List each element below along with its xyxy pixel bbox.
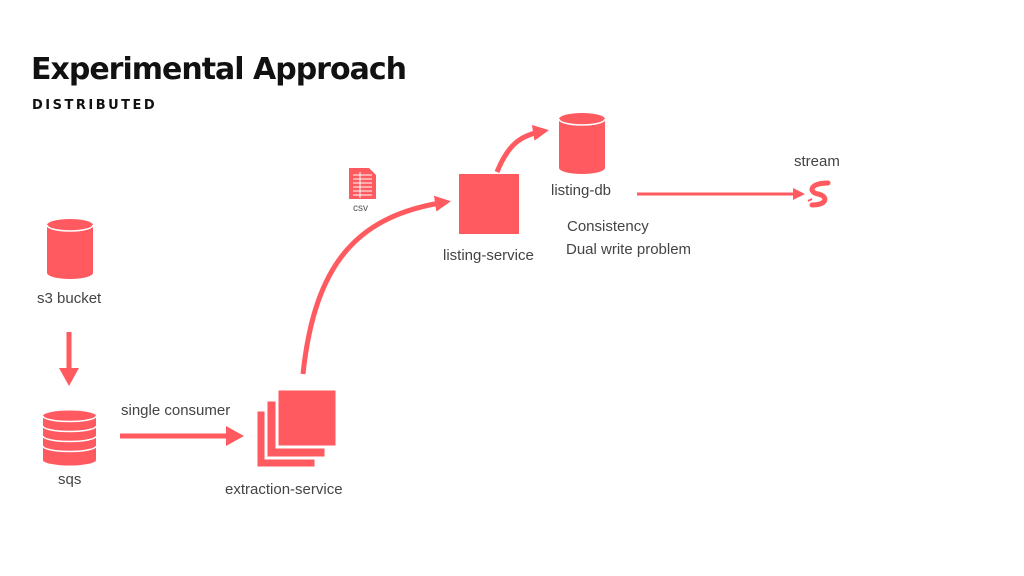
s3-bucket-label: s3 bucket bbox=[37, 290, 102, 307]
listing-db-label: listing-db bbox=[551, 182, 612, 199]
sqs-queue-icon bbox=[42, 410, 97, 466]
arrow-s3-to-sqs bbox=[59, 332, 79, 386]
listing-service-icon bbox=[459, 174, 519, 234]
s3-bucket-database-icon bbox=[46, 219, 94, 279]
single-consumer-label: single consumer bbox=[121, 402, 231, 419]
listing-service-label: listing-service bbox=[443, 247, 534, 264]
dual-write-note: Dual write problem bbox=[566, 241, 692, 258]
consistency-note: Consistency bbox=[567, 218, 649, 235]
arrow-sqs-to-extraction bbox=[120, 426, 244, 446]
stream-icon bbox=[807, 180, 831, 208]
extraction-service-label: extraction-service bbox=[225, 481, 343, 498]
slide-title: Experimental Approach bbox=[31, 52, 407, 87]
arrow-listing-to-db bbox=[494, 124, 549, 173]
stream-label: stream bbox=[794, 153, 840, 170]
sqs-label: sqs bbox=[58, 471, 82, 488]
csv-file-icon bbox=[349, 168, 376, 199]
extraction-service-stack-icon bbox=[254, 387, 339, 470]
arrow-extraction-to-listing bbox=[300, 195, 451, 375]
csv-label: csv bbox=[353, 203, 368, 214]
arrow-db-to-stream bbox=[637, 188, 805, 200]
slide-subtitle: DISTRIBUTED bbox=[32, 98, 158, 113]
listing-db-database-icon bbox=[558, 113, 606, 174]
